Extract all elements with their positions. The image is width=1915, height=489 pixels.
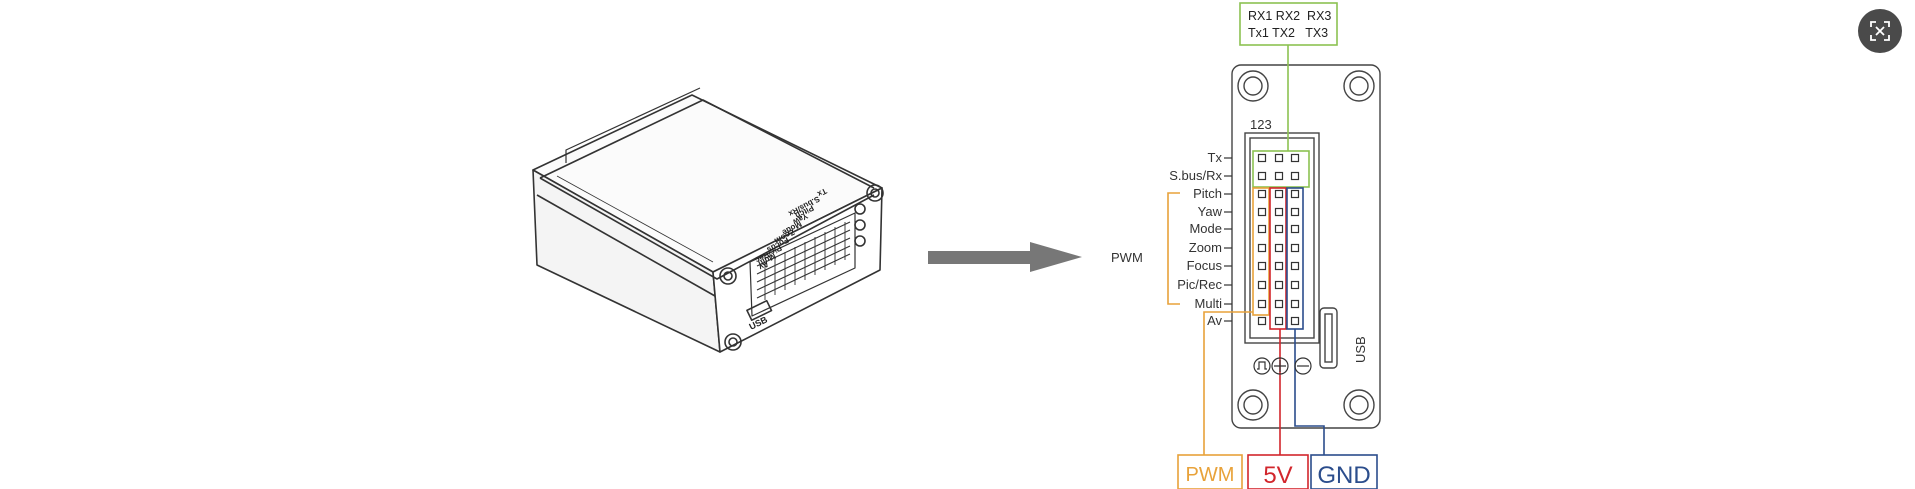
pin-label: Tx xyxy=(1208,150,1223,165)
header-pin xyxy=(1274,153,1284,163)
header-pin xyxy=(1274,280,1284,290)
header-pin xyxy=(1274,299,1284,309)
pwm-group-label: PWM xyxy=(1111,250,1143,265)
header-pin xyxy=(1290,261,1300,271)
header-pin xyxy=(1274,224,1284,234)
header-pin xyxy=(1290,299,1300,309)
header-pin xyxy=(1274,189,1284,199)
header-pin xyxy=(1290,171,1300,181)
pin-label: S.bus/Rx xyxy=(1169,168,1222,183)
header-pin xyxy=(1290,207,1300,217)
header-pin xyxy=(1257,224,1267,234)
header-pin xyxy=(1290,189,1300,199)
minus-icon xyxy=(1294,357,1312,375)
legend-pwm-label: PWM xyxy=(1186,464,1235,486)
pwm-bracket xyxy=(1167,187,1270,489)
arrow-right-icon xyxy=(928,242,1082,272)
header-pin xyxy=(1290,243,1300,253)
header-pin xyxy=(1290,316,1300,326)
header-pin xyxy=(1274,243,1284,253)
board-outline xyxy=(1231,64,1381,429)
usb-label: USB xyxy=(1353,336,1368,363)
header-pin xyxy=(1274,316,1284,326)
uart-box-line1: RX1 RX2 RX3 xyxy=(1248,9,1331,23)
legend-5v-label: 5V xyxy=(1263,462,1292,489)
pwm-signal-icon xyxy=(1253,357,1271,375)
header-pin xyxy=(1257,280,1267,290)
expand-button[interactable] xyxy=(1858,9,1902,53)
column-numbers: 123 xyxy=(1250,117,1272,132)
pin-label: Multi xyxy=(1195,296,1223,311)
header-pin xyxy=(1257,316,1267,326)
controller-module-illustration xyxy=(532,87,884,353)
pin-label: Focus xyxy=(1187,258,1223,273)
header-pin xyxy=(1257,153,1267,163)
header-pin xyxy=(1274,207,1284,217)
legend-gnd-label: GND xyxy=(1317,462,1370,489)
uart-box-line2: Tx1 TX2 TX3 xyxy=(1248,26,1328,40)
pin-label: Zoom xyxy=(1189,240,1222,255)
pin-header-grid xyxy=(1257,153,1300,326)
uart-highlight xyxy=(1239,2,1338,188)
header-pin xyxy=(1274,261,1284,271)
plus-icon xyxy=(1271,357,1289,375)
header-pin xyxy=(1290,280,1300,290)
expand-icon xyxy=(1870,21,1890,41)
header-pin xyxy=(1257,243,1267,253)
pin-symbols xyxy=(1253,357,1312,375)
pin-labels: TxS.bus/RxPitchYawModeZoomFocusPic/RecMu… xyxy=(1169,150,1232,328)
header-pin xyxy=(1257,261,1267,271)
header-pin xyxy=(1290,153,1300,163)
header-pin xyxy=(1274,171,1284,181)
header-pin xyxy=(1257,207,1267,217)
pin-label: Av xyxy=(1207,313,1222,328)
header-pin xyxy=(1290,224,1300,234)
5v-rail xyxy=(1247,187,1309,489)
pin-label: Mode xyxy=(1189,221,1222,236)
header-pin xyxy=(1257,299,1267,309)
header-pin xyxy=(1257,171,1267,181)
module-label: Tx xyxy=(815,186,828,199)
pin-label: Pic/Rec xyxy=(1177,277,1222,292)
pin-label: Pitch xyxy=(1193,186,1222,201)
module-label: Av xyxy=(757,259,770,272)
gnd-rail xyxy=(1286,187,1378,489)
header-pin xyxy=(1257,189,1267,199)
pin-label: Yaw xyxy=(1198,204,1223,219)
